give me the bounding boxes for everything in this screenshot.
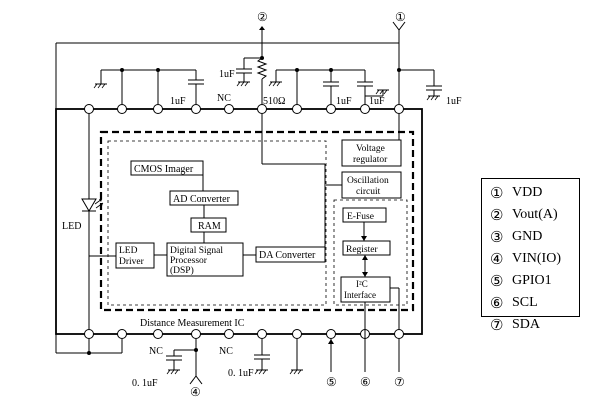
i2c-label-line2: Interface bbox=[344, 290, 376, 300]
da-converter-label: DA Converter bbox=[259, 250, 316, 261]
cap-label-vin: 0. 1uF bbox=[132, 378, 158, 389]
dsp-label-line1: Digital Signal bbox=[170, 246, 223, 256]
vout-circuit bbox=[236, 26, 268, 104]
analog-region bbox=[107, 140, 327, 306]
ad-converter-label: AD Converter bbox=[173, 194, 231, 205]
cmos-imager-label: CMOS Imager bbox=[134, 164, 194, 175]
legend-pin-name: SCL bbox=[512, 295, 538, 310]
pin-marker-sda: ⑦ bbox=[394, 375, 405, 389]
legend-number: ⑤ bbox=[490, 273, 504, 290]
legend-pin-name: VDD bbox=[512, 185, 543, 200]
legend-pin-name: VIN(IO) bbox=[512, 251, 561, 266]
interface-region bbox=[333, 199, 408, 306]
legend-item: ③ GND bbox=[490, 226, 579, 248]
led-driver-label-line2: Driver bbox=[119, 257, 145, 267]
cap-label-bottom: 0. 1uF bbox=[228, 368, 254, 379]
oscillation-circuit-label-line1: Oscillation bbox=[347, 176, 389, 186]
efuse-label: E-Fuse bbox=[347, 212, 374, 222]
register-label: Register bbox=[346, 245, 378, 255]
bottom-pads bbox=[84, 329, 404, 339]
pin-marker-gpio1: ⑤ bbox=[326, 375, 337, 389]
legend-item: ⑥ SCL bbox=[490, 292, 579, 314]
ram-block bbox=[190, 217, 227, 233]
dsp-label-line2: Processor bbox=[170, 256, 208, 266]
voltage-regulator-label-line1: Voltage bbox=[356, 144, 385, 154]
legend-pin-name: GND bbox=[512, 229, 543, 244]
legend-number: ② bbox=[490, 207, 504, 224]
led-label: LED bbox=[62, 221, 81, 232]
pin-marker-vin: ④ bbox=[190, 385, 201, 399]
ic-title-label: Distance Measurement IC bbox=[140, 318, 245, 329]
nc-label-bottom-right: NC bbox=[219, 346, 233, 357]
voltage-regulator-label-line2: regulator bbox=[353, 155, 388, 165]
left-ground-group bbox=[93, 68, 204, 104]
ram-label: RAM bbox=[198, 221, 221, 232]
right-ground-group bbox=[268, 68, 389, 104]
ic-dashed-boundary bbox=[99, 130, 415, 312]
register-block bbox=[342, 240, 391, 256]
legend-pin-name: SDA bbox=[512, 317, 541, 332]
legend-item: ② Vout(A) bbox=[490, 204, 579, 226]
oscillation-circuit-block bbox=[341, 171, 402, 199]
cmos-imager-block bbox=[130, 160, 204, 176]
led-driver-block bbox=[115, 242, 155, 269]
legend-item: ⑦ SDA bbox=[490, 314, 579, 336]
pin-marker-vout: ② bbox=[257, 10, 268, 24]
dsp-block bbox=[166, 242, 244, 277]
legend-number: ⑦ bbox=[490, 317, 504, 334]
legend-number: ⑥ bbox=[490, 295, 504, 312]
nc-label-bottom-left: NC bbox=[149, 346, 163, 357]
oscillation-circuit-label-line2: circuit bbox=[356, 187, 381, 197]
voltage-regulator-block bbox=[341, 139, 402, 167]
led-driver-label-line1: LED bbox=[119, 246, 138, 256]
legend-item: ④ VIN(IO) bbox=[490, 248, 579, 270]
legend-number: ① bbox=[490, 185, 504, 202]
internal-connections bbox=[154, 114, 400, 329]
bottom-wiring bbox=[55, 310, 400, 385]
legend-number: ④ bbox=[490, 251, 504, 268]
top-pads bbox=[84, 104, 404, 114]
i2c-interface-block bbox=[340, 276, 391, 303]
led-diode bbox=[81, 114, 116, 329]
legend-item: ① VDD bbox=[490, 182, 579, 204]
resistor-label: 510Ω bbox=[263, 96, 285, 107]
cap-label-vdd: 1uF bbox=[446, 96, 462, 107]
pin-legend: ① VDD ② Vout(A) ③ GND ④ VIN(IO) ⑤ GPIO1 … bbox=[481, 178, 580, 334]
ic-package-outline bbox=[55, 108, 423, 335]
pin-marker-scl: ⑥ bbox=[360, 375, 371, 389]
legend-pin-name: Vout(A) bbox=[512, 207, 558, 222]
pin-marker-vdd: ① bbox=[395, 10, 406, 24]
legend-item: ⑤ GPIO1 bbox=[490, 270, 579, 292]
nc-label-top: NC bbox=[217, 93, 231, 104]
i2c-label-line1: I²C bbox=[356, 279, 368, 289]
cap-label-vout: 1uF bbox=[219, 69, 235, 80]
cap-label-top-mid: 1uF bbox=[336, 96, 352, 107]
dsp-label-line3: (DSP) bbox=[170, 265, 194, 276]
vdd-terminal bbox=[392, 21, 406, 31]
vdd-rail bbox=[55, 30, 442, 109]
cap-label-top-left: 1uF bbox=[170, 96, 186, 107]
legend-pin-name: GPIO1 bbox=[512, 273, 552, 288]
legend-number: ③ bbox=[490, 229, 504, 246]
cap-label-top-right: 1uF bbox=[369, 96, 385, 107]
